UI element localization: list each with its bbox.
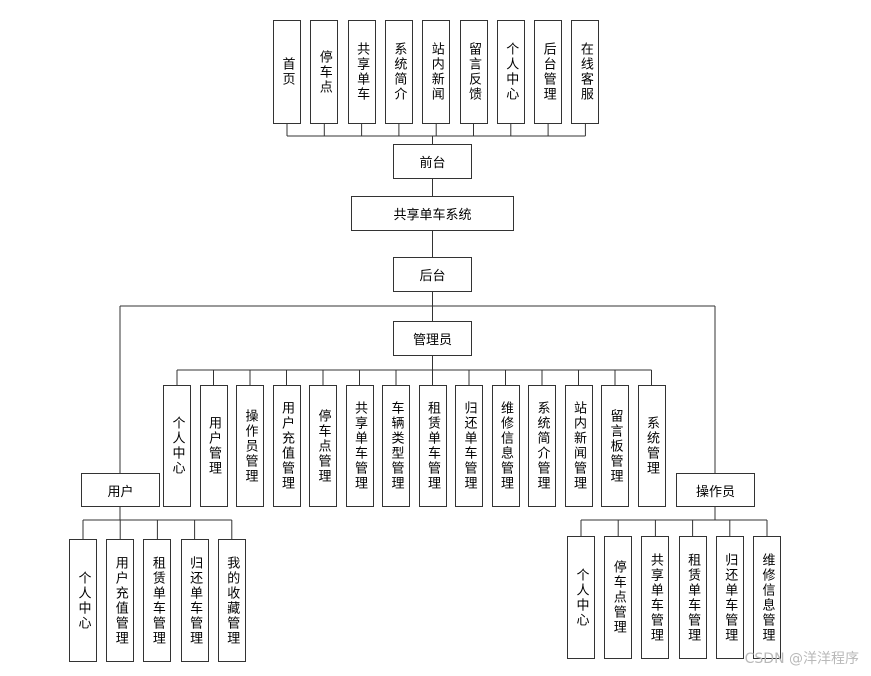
frontend-item: 共享单车 <box>347 20 376 124</box>
admin-item: 停车点管理 <box>309 385 337 507</box>
operator-item: 维修信息管理 <box>753 536 781 659</box>
frontend-node: 前台 <box>393 144 472 179</box>
user-node: 用户 <box>81 473 160 507</box>
operator-node: 操作员 <box>676 473 755 507</box>
admin-item: 系统管理 <box>637 385 666 507</box>
frontend-item: 后台管理 <box>534 20 563 124</box>
admin-item: 系统简介管理 <box>528 385 556 507</box>
frontend-item: 在线客服 <box>571 20 600 124</box>
admin-item: 操作员管理 <box>236 385 264 507</box>
admin-item: 个人中心 <box>163 385 191 507</box>
frontend-item: 站内新闻 <box>422 20 451 124</box>
frontend-item: 留言反馈 <box>459 20 488 124</box>
admin-item: 共享单车管理 <box>345 385 374 507</box>
admin-item: 维修信息管理 <box>491 385 520 507</box>
operator-item: 停车点管理 <box>604 536 633 659</box>
frontend-item: 系统简介 <box>384 20 413 124</box>
admin-item: 车辆类型管理 <box>382 385 410 507</box>
admin-item: 用户管理 <box>199 385 228 507</box>
admin-item: 归还单车管理 <box>455 385 483 507</box>
watermark: CSDN @洋洋程序 <box>744 651 859 667</box>
admin-item: 站内新闻管理 <box>564 385 593 507</box>
user-item: 租赁单车管理 <box>143 539 172 662</box>
operator-item: 租赁单车管理 <box>678 536 707 659</box>
operator-item: 个人中心 <box>567 536 595 659</box>
operator-item: 归还单车管理 <box>715 536 744 659</box>
admin-node: 管理员 <box>393 321 472 356</box>
admin-item: 留言板管理 <box>601 385 629 507</box>
user-item: 我的收藏管理 <box>217 539 246 662</box>
frontend-item: 首页 <box>273 20 301 124</box>
system-node: 共享单车系统 <box>351 196 514 231</box>
user-item: 个人中心 <box>69 539 97 662</box>
frontend-item: 停车点 <box>310 20 339 124</box>
admin-item: 用户充值管理 <box>272 385 301 507</box>
user-item: 归还单车管理 <box>180 539 209 662</box>
user-item: 用户充值管理 <box>106 539 135 662</box>
admin-item: 租赁单车管理 <box>418 385 447 507</box>
frontend-item: 个人中心 <box>496 20 525 124</box>
operator-item: 共享单车管理 <box>641 536 670 659</box>
backend-node: 后台 <box>393 257 472 292</box>
